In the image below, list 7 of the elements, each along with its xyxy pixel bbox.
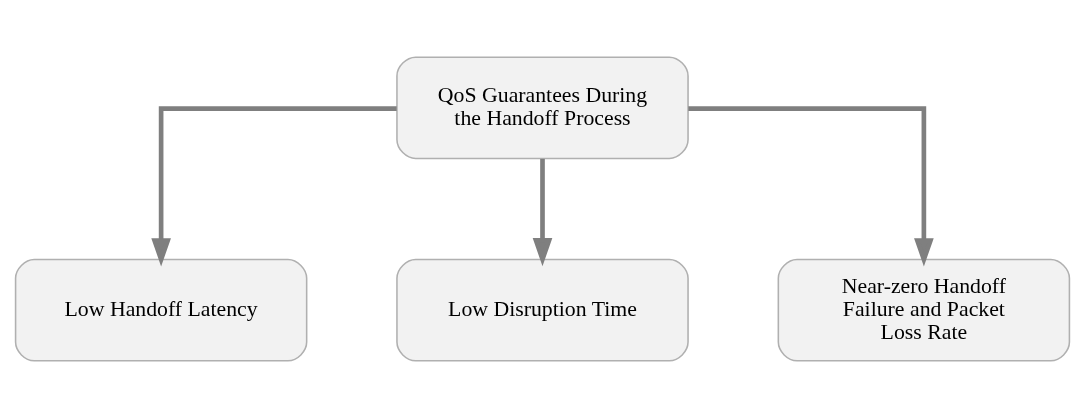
arrow	[688, 106, 934, 267]
node-box: Low Handoff Latency	[14, 258, 308, 362]
arrow	[532, 158, 553, 267]
node-box: QoS Guarantees During the Handoff Process	[396, 56, 689, 160]
node-box: Low Disruption Time	[396, 258, 689, 362]
arrow	[151, 106, 397, 267]
node-box: Near-zero Handoff Failure and Packet Loss Rate	[777, 258, 1071, 362]
